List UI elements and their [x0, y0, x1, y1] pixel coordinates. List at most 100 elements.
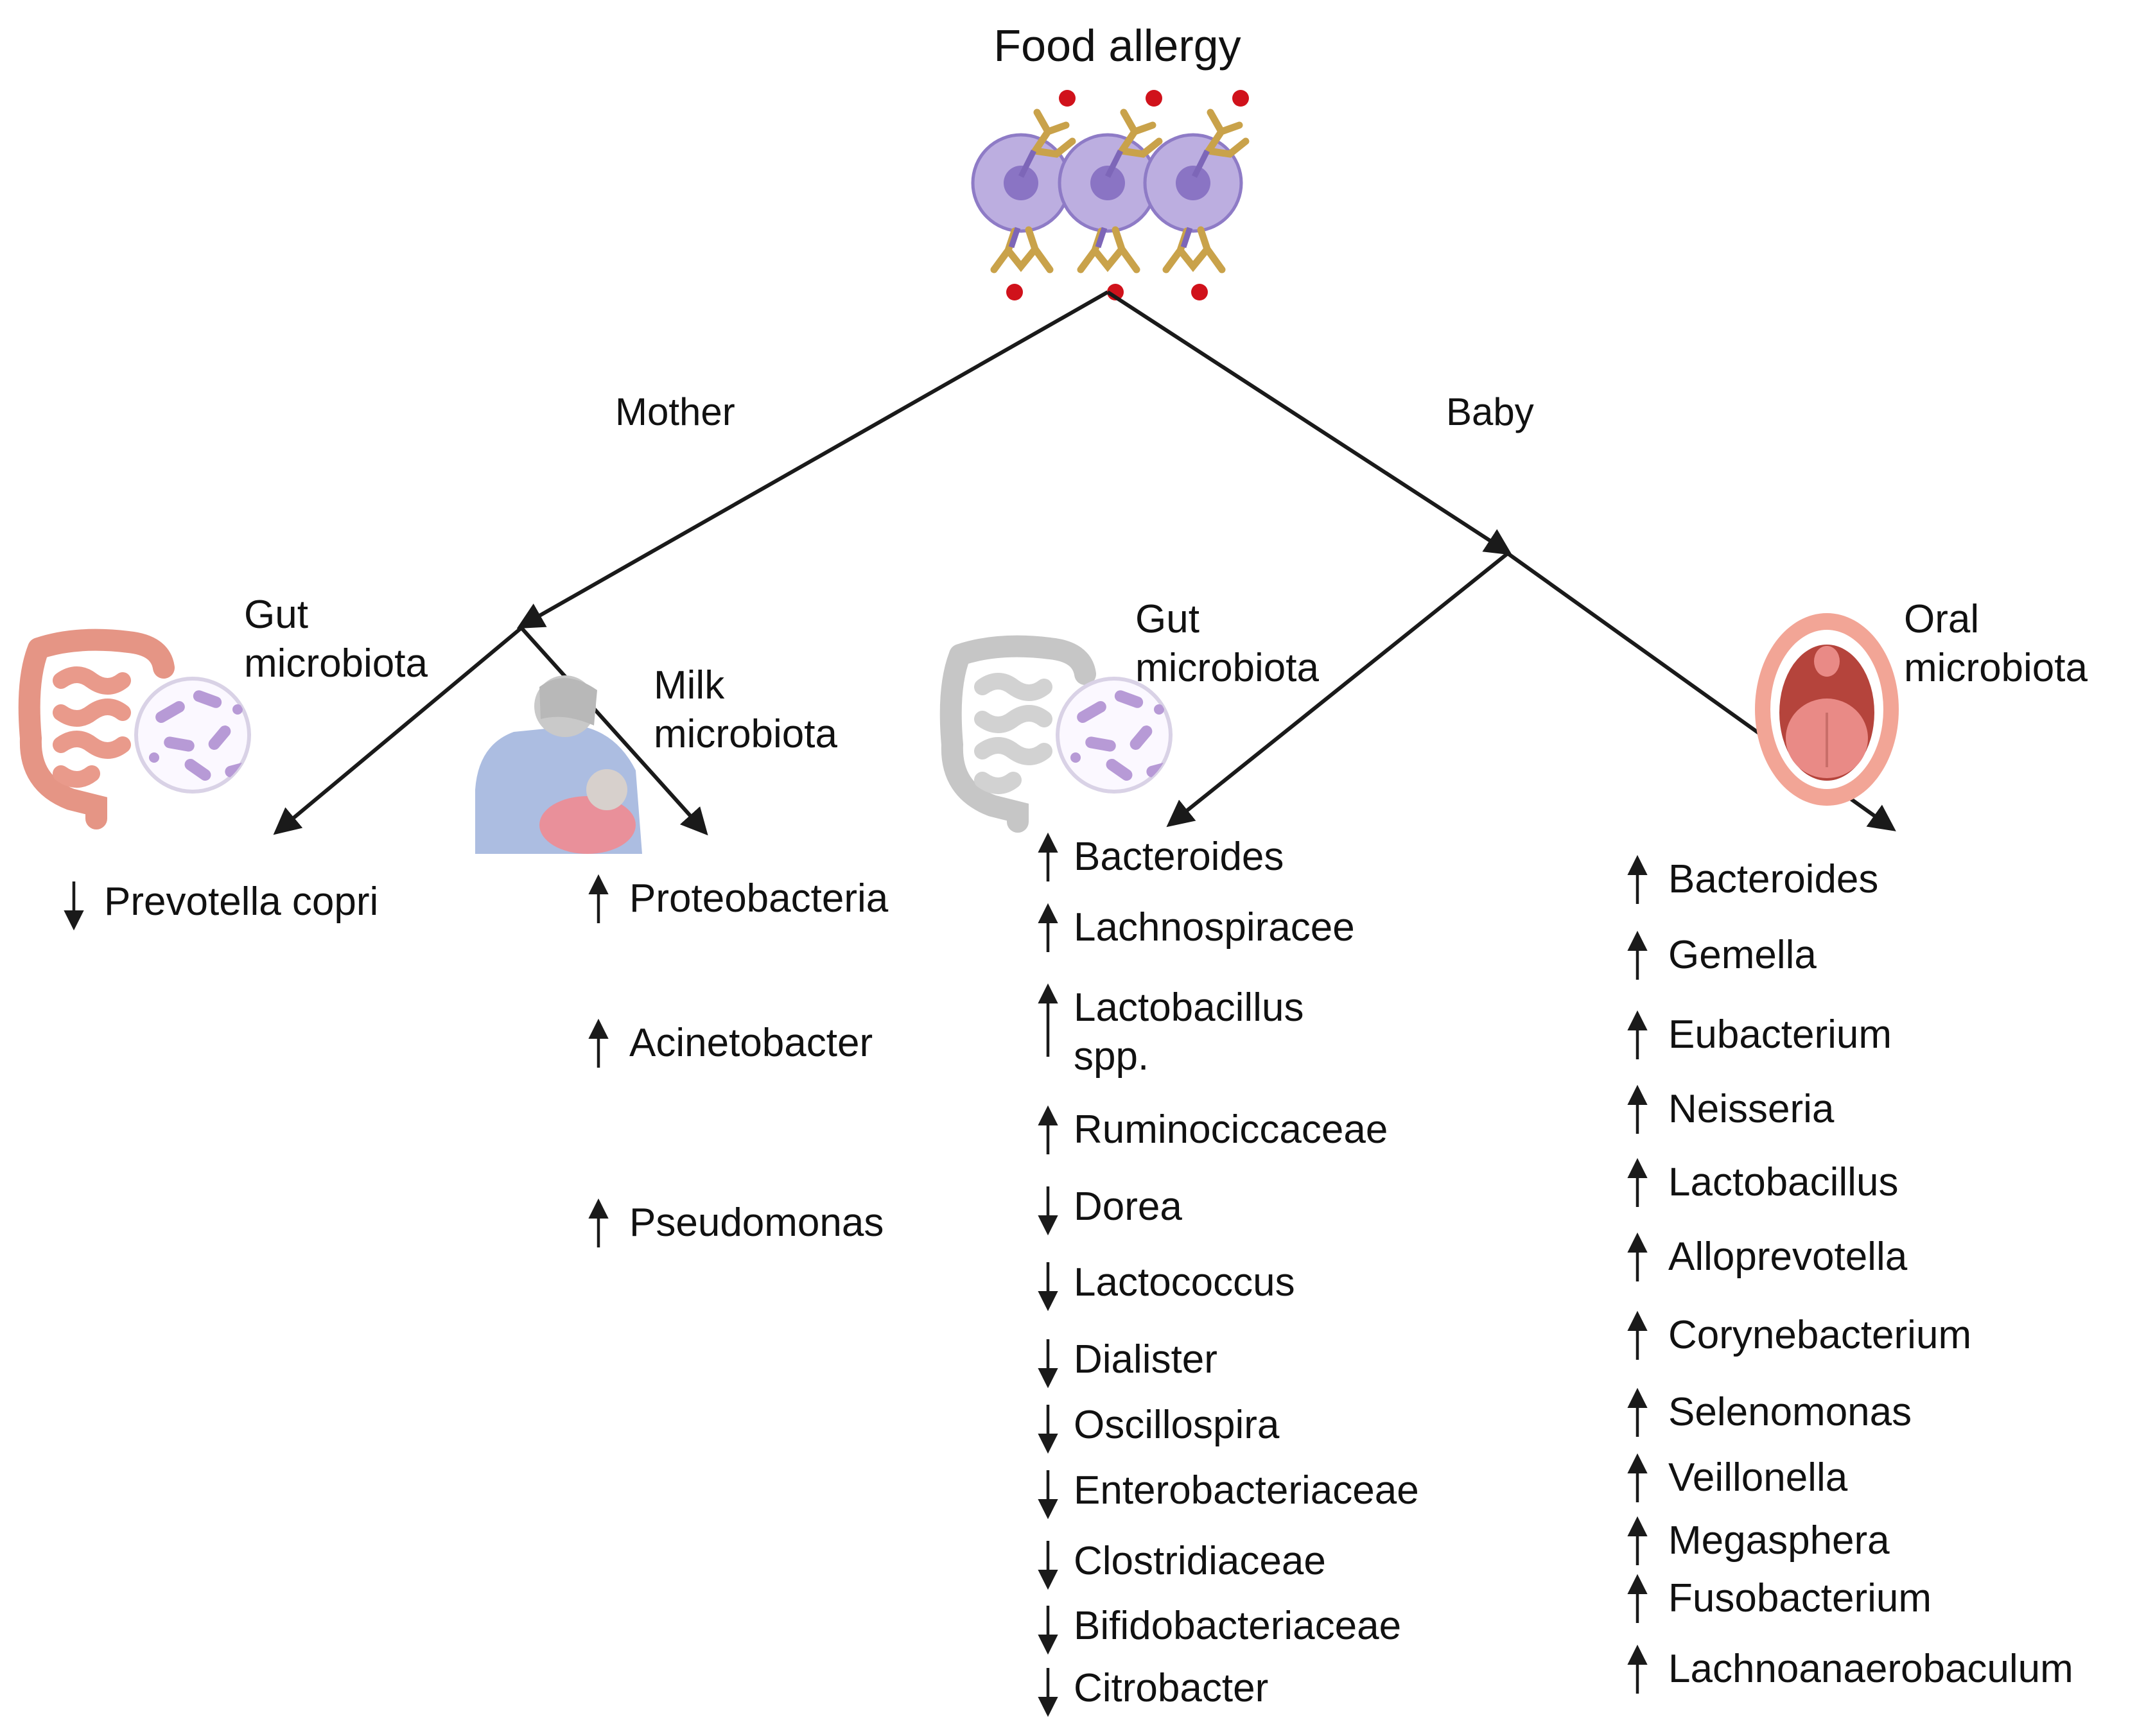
- taxon-list-item: Fusobacterium: [1627, 1574, 1932, 1623]
- taxon-name: Clostridiaceae: [1074, 1539, 1326, 1583]
- taxon-name: Lactococcus: [1074, 1260, 1295, 1305]
- taxon-name: Dorea: [1074, 1185, 1182, 1229]
- connector-baby-gut: [1166, 551, 1509, 828]
- taxon-name: Pseudomonas: [629, 1201, 884, 1245]
- taxon-name: Bacteroides: [1074, 835, 1284, 879]
- taxon-list-item: Bacteroides: [1627, 855, 1878, 904]
- receptor-stalk: [1191, 149, 1210, 178]
- taxon-list-item: Lachnospiracee: [1038, 903, 1355, 952]
- taxon-name: Bacteroides: [1668, 857, 1878, 901]
- taxon-name: Acinetobacter: [629, 1021, 873, 1065]
- taxon-name: Enterobacteriaceae: [1074, 1468, 1419, 1513]
- taxon-list-item: Corynebacterium: [1627, 1310, 1971, 1360]
- antigen-dot: [1232, 90, 1249, 107]
- heading-line: Milk: [654, 663, 725, 707]
- heading-line: microbiota: [1135, 646, 1320, 690]
- list-mother-gut: Prevotella copri: [64, 880, 378, 931]
- taxon-list-item: Citrobacter: [1038, 1666, 1268, 1717]
- mast-cell: [971, 133, 1071, 233]
- taxon-name: Bifidobacteriaceae: [1074, 1604, 1401, 1648]
- ige-antibody-icon: [1118, 108, 1163, 158]
- mast-cell: [1143, 133, 1243, 233]
- taxon-list-item: Lactococcus: [1038, 1260, 1295, 1312]
- antigen-dot: [1146, 90, 1162, 107]
- connector-to-mother: [516, 290, 1109, 629]
- mast-cells-illustration: [971, 90, 1250, 300]
- taxon-list-item: Eubacterium: [1627, 1010, 1892, 1059]
- heading-line: microbiota: [1904, 646, 2088, 690]
- taxon-name: Ruminociccaceae: [1074, 1107, 1388, 1152]
- taxon-list-item: Selenomonas: [1627, 1387, 1912, 1437]
- heading-mother-gut: Gut microbiota: [244, 593, 428, 686]
- branch-label-mother: Mother: [615, 390, 735, 433]
- taxon-name: Dialister: [1074, 1337, 1217, 1382]
- branch-label-baby: Baby: [1446, 390, 1534, 433]
- taxon-list-item: Ruminociccaceae: [1038, 1105, 1388, 1154]
- taxon-name: Gemella: [1668, 933, 1817, 977]
- taxon-list-item: Oscillospira: [1038, 1403, 1280, 1454]
- taxon-name: Prevotella copri: [104, 880, 378, 924]
- taxon-list-item: Veillonella: [1627, 1453, 1848, 1502]
- taxon-name: Fusobacterium: [1668, 1576, 1932, 1620]
- receptor-stalk: [1008, 227, 1021, 248]
- taxon-name: Megasphera: [1668, 1518, 1890, 1563]
- taxon-name: Lactobacillus: [1668, 1160, 1898, 1204]
- open-mouth-icon: [1755, 613, 1899, 806]
- receptor-stalk: [1104, 149, 1124, 178]
- taxon-name: Lachnoanaerobaculum: [1668, 1647, 2073, 1691]
- taxon-name: Corynebacterium: [1668, 1313, 1971, 1357]
- taxon-list-item: Gemella: [1627, 930, 1817, 980]
- heading-baby-gut: Gut microbiota: [1135, 597, 1320, 690]
- taxon-name: Proteobacteria: [629, 876, 889, 921]
- taxon-list-item: Alloprevotella: [1627, 1232, 1908, 1281]
- taxon-list-item: Neisseria: [1627, 1084, 1835, 1134]
- ige-antibody-icon: [1031, 108, 1076, 158]
- taxon-name: Veillonella: [1668, 1455, 1848, 1500]
- taxon-list-item: Prevotella copri: [64, 880, 378, 931]
- heading-mother-milk: Milk microbiota: [654, 663, 838, 756]
- taxon-list-item: Dorea: [1038, 1185, 1182, 1236]
- diagram-title: Food allergy: [993, 21, 1241, 71]
- heading-line: Oral: [1904, 597, 1979, 641]
- breastfeeding-mother-icon: [475, 675, 642, 854]
- taxon-name-continued: spp.: [1074, 1034, 1149, 1079]
- ige-antibody-icon: [1205, 108, 1250, 158]
- ige-antibody-icon: [1162, 226, 1226, 273]
- taxon-list-item: Enterobacteriaceae: [1038, 1468, 1419, 1520]
- taxon-name: Oscillospira: [1074, 1403, 1280, 1447]
- intestine-bacteria-icon: [939, 635, 1173, 833]
- intestine-bacteria-icon: [18, 629, 251, 829]
- taxon-list-item: Lactobacillus: [1627, 1158, 1898, 1207]
- taxon-list-item: Bifidobacteriaceae: [1038, 1604, 1401, 1655]
- receptor-stalk: [1095, 227, 1108, 248]
- connector-mother-gut: [273, 626, 523, 835]
- taxon-name: Neisseria: [1668, 1087, 1835, 1131]
- list-baby-oral: BacteroidesGemellaEubacteriumNeisseriaLa…: [1627, 855, 2073, 1694]
- taxon-list-item: Pseudomonas: [588, 1198, 884, 1247]
- taxon-name: Eubacterium: [1668, 1012, 1892, 1057]
- taxon-list-item: Dialister: [1038, 1337, 1217, 1389]
- ige-antibody-icon: [990, 226, 1054, 273]
- heading-line: Gut: [1135, 597, 1199, 641]
- taxon-list-item: Lachnoanaerobaculum: [1627, 1644, 2073, 1694]
- taxon-name: Selenomonas: [1668, 1390, 1912, 1434]
- receptor-stalk: [1018, 149, 1037, 178]
- heading-line: Gut: [244, 593, 308, 637]
- heading-baby-oral: Oral microbiota: [1904, 597, 2088, 690]
- ige-antibody-icon: [1077, 226, 1140, 273]
- taxon-list-item: Clostridiaceae: [1038, 1539, 1326, 1590]
- antigen-dot: [1191, 284, 1208, 300]
- taxon-list-item: Megasphera: [1627, 1516, 1890, 1565]
- connector-mother-milk: [519, 626, 708, 836]
- taxon-name: Lactobacillus: [1074, 985, 1304, 1030]
- taxon-list-item: Bacteroides: [1038, 832, 1284, 881]
- mast-cell: [1058, 133, 1158, 233]
- connector-to-baby: [1106, 290, 1513, 555]
- antigen-dot: [1059, 90, 1076, 107]
- taxon-name: Alloprevotella: [1668, 1235, 1908, 1279]
- taxon-name: Citrobacter: [1074, 1666, 1268, 1710]
- heading-line: microbiota: [654, 712, 838, 756]
